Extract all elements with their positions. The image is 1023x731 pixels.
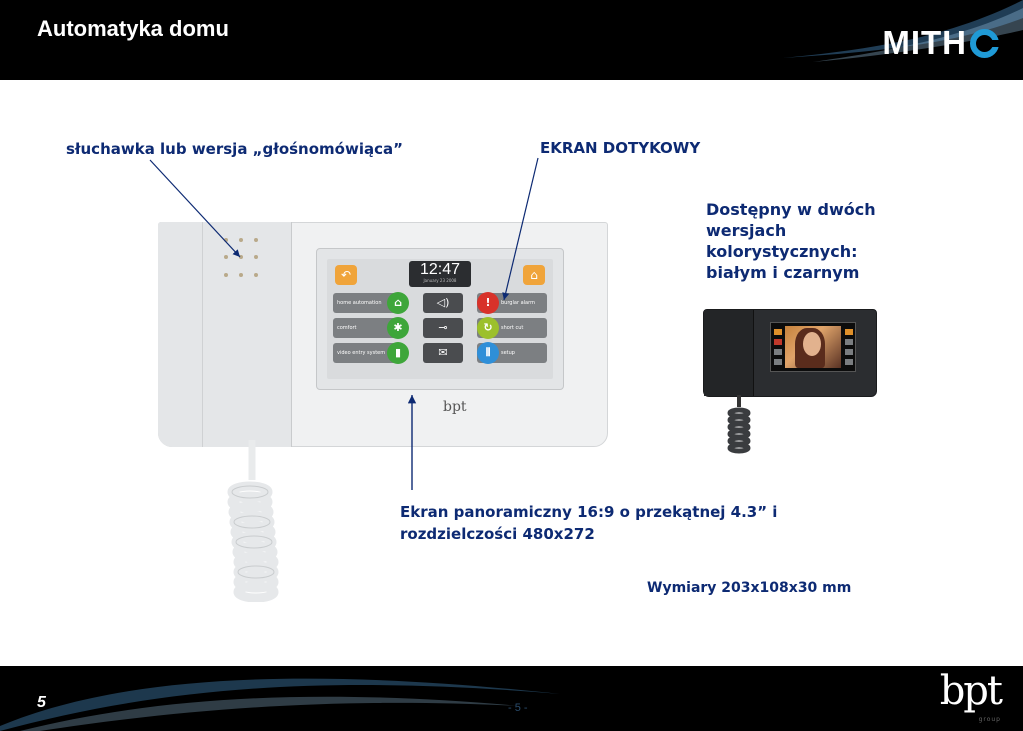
- device-logo: bpt: [443, 399, 467, 415]
- page-number: 5: [37, 694, 46, 711]
- black-device-handset: [704, 310, 754, 396]
- slide-title: Automatyka domu: [37, 16, 229, 41]
- screen-bezel: ↶ ⌂ 12:47 January 23 2008 home automatio…: [316, 248, 564, 390]
- clock-time: 12:47: [419, 261, 461, 278]
- screen-button-home-automation: home automation: [333, 293, 403, 313]
- comfort-icon: ✱: [387, 317, 409, 339]
- envelope-icon: ✉: [423, 343, 463, 363]
- black-device-image: [703, 309, 877, 397]
- handset-cord: [227, 440, 279, 602]
- device-handset: [158, 222, 292, 447]
- handset-seam: [202, 222, 203, 447]
- screen-clock: 12:47 January 23 2008: [409, 261, 471, 287]
- touch-screen: ↶ ⌂ 12:47 January 23 2008 home automatio…: [327, 259, 553, 379]
- footer-swoosh: [0, 678, 560, 731]
- key-icon: ⊸: [423, 318, 463, 338]
- black-device-cord: [727, 395, 751, 454]
- screen-button-video-entry: video entry system: [333, 343, 403, 363]
- footer-bar: 5 - 5 - bpt group: [0, 666, 1023, 731]
- video-image: [785, 326, 841, 368]
- bpt-logo-sub: group: [978, 716, 1001, 723]
- black-device-screen: [770, 322, 856, 372]
- white-device-image: ↶ ⌂ 12:47 January 23 2008 home automatio…: [158, 222, 608, 447]
- dimensions-annotation: Wymiary 203x108x30 mm: [647, 580, 852, 596]
- shortcut-icon: ↻: [477, 317, 499, 339]
- bpt-logo: bpt: [939, 668, 1003, 714]
- back-arrow-icon: ↶: [335, 265, 357, 285]
- home-icon: ⌂: [523, 265, 545, 285]
- brand-o-icon: [970, 28, 999, 58]
- speaker-grill: [224, 238, 268, 282]
- clock-date: January 23 2008: [423, 278, 457, 283]
- screen-button-comfort: comfort: [333, 318, 403, 338]
- brand-text: MITH: [882, 24, 967, 61]
- page-number-ghost: - 5 -: [508, 702, 528, 714]
- alarm-icon: !: [477, 292, 499, 314]
- mitho-logo: MITH: [882, 24, 999, 62]
- handset-annotation: słuchawka lub wersja „głośnomówiąca”: [66, 140, 403, 158]
- video-entry-icon: ▮: [387, 342, 409, 364]
- header-bar: Automatyka domu MITH: [0, 0, 1023, 80]
- screen-spec-annotation: Ekran panoramiczny 16:9 o przekątnej 4.3…: [400, 503, 778, 543]
- setup-icon: ⫴: [477, 342, 499, 364]
- home-automation-icon: ⌂: [387, 292, 409, 314]
- versions-annotation: Dostępny w dwóch wersjach kolorystycznyc…: [706, 200, 876, 282]
- speaker-icon: ◁): [423, 293, 463, 313]
- touchscreen-annotation: EKRAN DOTYKOWY: [540, 139, 701, 157]
